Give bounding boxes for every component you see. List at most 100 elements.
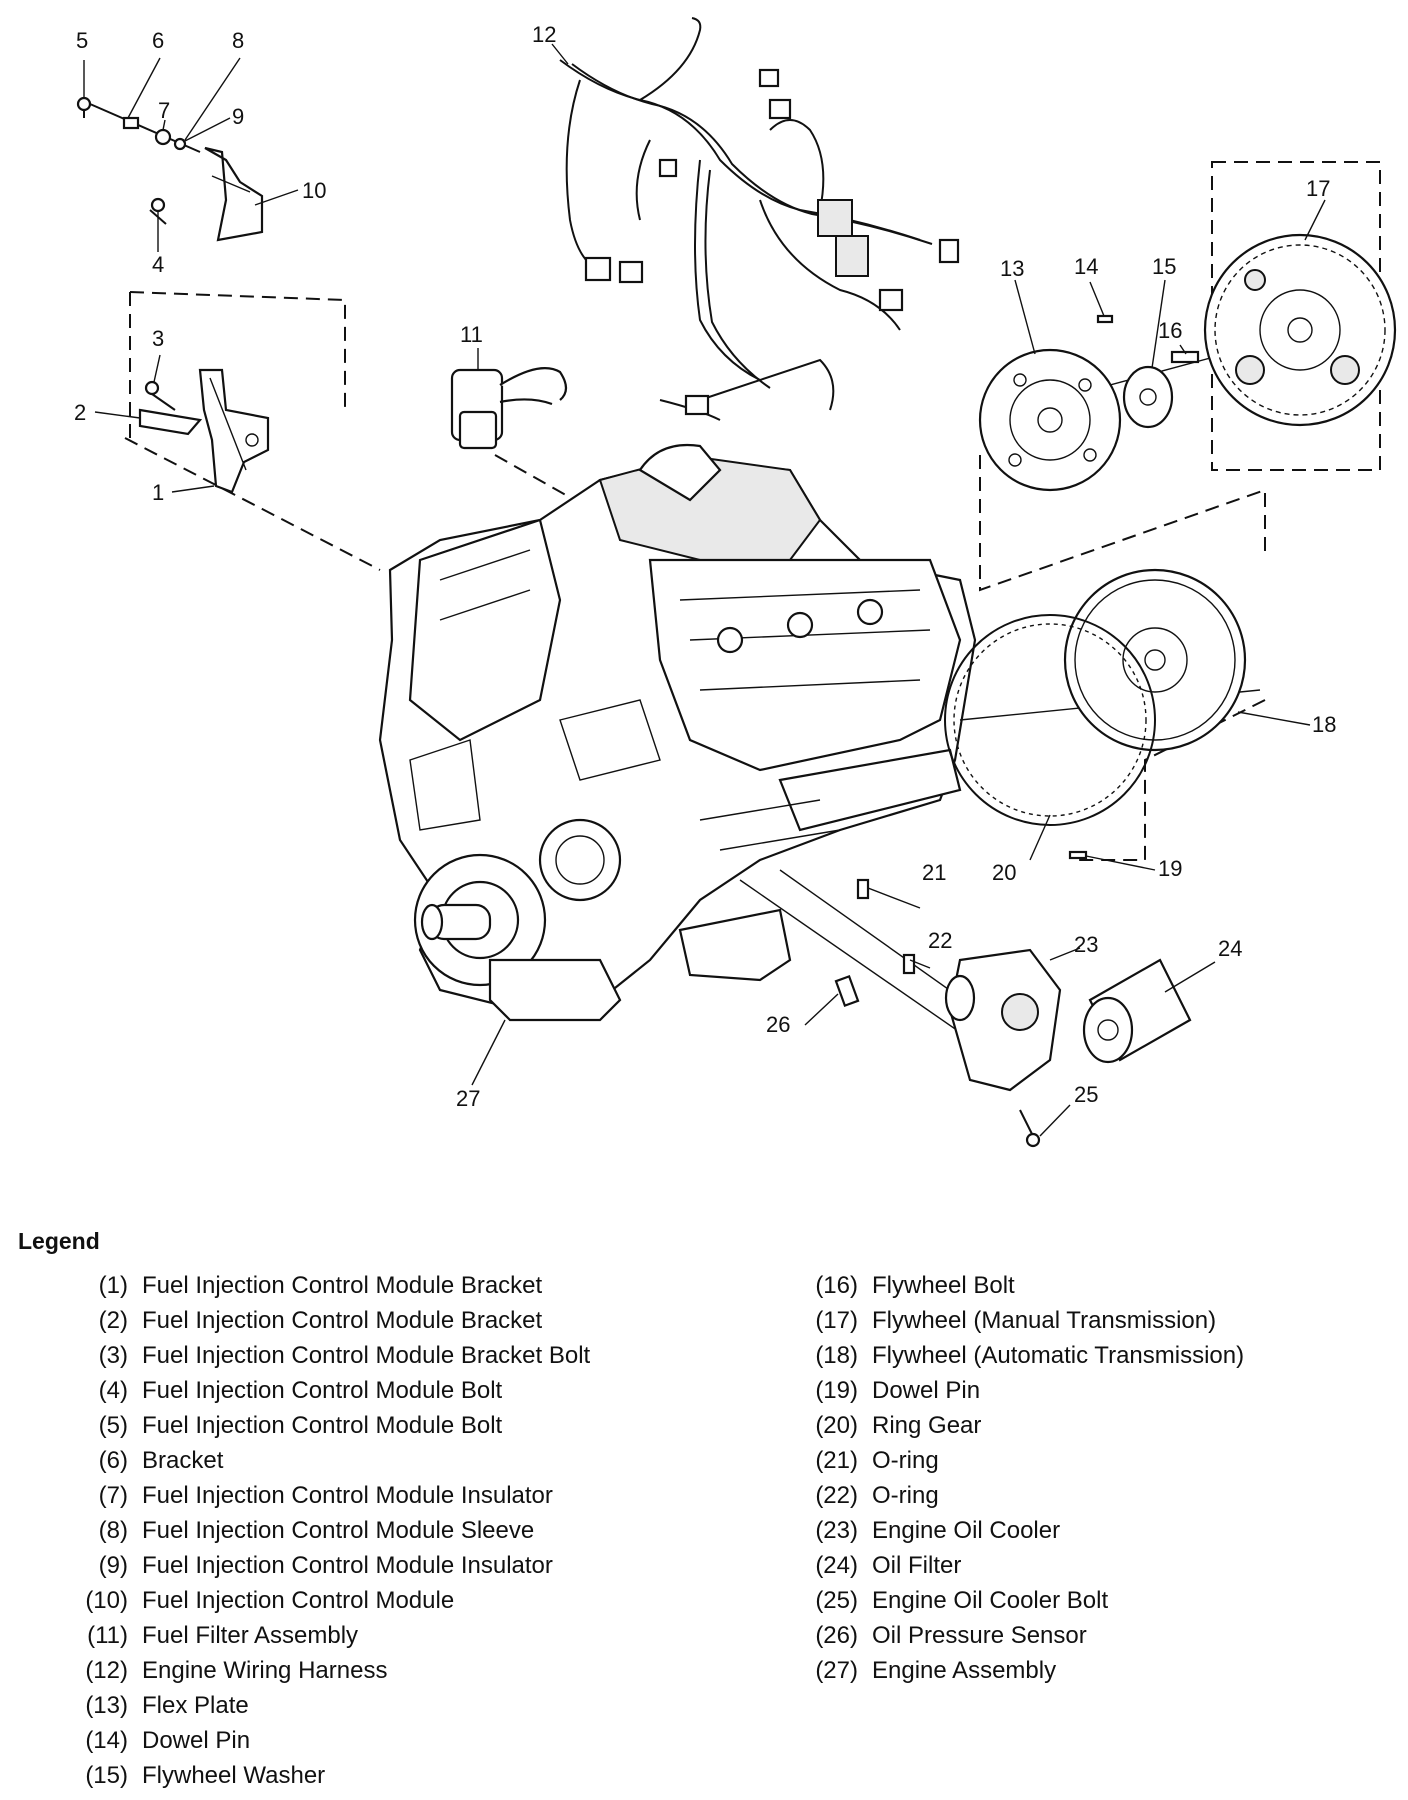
legend-item: (24) Oil Filter bbox=[800, 1552, 1244, 1587]
legend-item-label: O-ring bbox=[872, 1482, 939, 1509]
legend-item-label: Fuel Injection Control Module Bracket bbox=[142, 1272, 543, 1299]
legend-item: (11) Fuel Filter Assembly bbox=[70, 1622, 590, 1657]
legend-item-label: O-ring bbox=[872, 1447, 939, 1474]
callout-26: 26 bbox=[766, 1012, 790, 1037]
legend-item: (27) Engine Assembly bbox=[800, 1657, 1244, 1692]
callout-7: 7 bbox=[158, 98, 170, 123]
callout-27: 27 bbox=[456, 1086, 480, 1111]
legend-item-label: Dowel Pin bbox=[872, 1377, 981, 1404]
legend-item: (3)Fuel Injection Control Module Bracket… bbox=[70, 1342, 591, 1377]
legend-item-number: (13) bbox=[85, 1692, 128, 1719]
legend-item-number: (5) bbox=[98, 1412, 128, 1439]
legend-item-number: (17) bbox=[815, 1307, 858, 1334]
callout-22: 22 bbox=[928, 928, 952, 953]
legend-item-number: (22) bbox=[815, 1482, 858, 1509]
legend-item-label: Fuel Injection Control Module Sleeve bbox=[142, 1517, 535, 1544]
legend-item-label: Engine Oil Cooler Bolt bbox=[872, 1587, 1109, 1614]
callout-21: 21 bbox=[922, 860, 946, 885]
callout-15: 15 bbox=[1152, 254, 1176, 279]
callout-2: 2 bbox=[74, 400, 86, 425]
callout-17: 17 bbox=[1306, 176, 1330, 201]
callout-18: 18 bbox=[1312, 712, 1336, 737]
legend-title: Legend bbox=[18, 1228, 100, 1254]
legend-item-label: Engine Assembly bbox=[872, 1657, 1057, 1684]
legend-item-number: (7) bbox=[98, 1482, 128, 1509]
legend-item-number: (19) bbox=[815, 1377, 858, 1404]
legend-item: (10)Fuel Injection Control Module bbox=[70, 1587, 590, 1622]
legend-item-number: (12) bbox=[85, 1657, 128, 1684]
legend-item-label: Bracket bbox=[142, 1447, 224, 1474]
legend-item-number: (20) bbox=[815, 1412, 858, 1439]
legend-item: (16)Flywheel Bolt bbox=[800, 1272, 1244, 1307]
legend-column-right: (16)Flywheel Bolt(17)Flywheel (Manual Tr… bbox=[800, 1272, 1244, 1692]
callout-23: 23 bbox=[1074, 932, 1098, 957]
legend-item-number: (27) bbox=[815, 1657, 858, 1684]
legend-item: (26) Oil Pressure Sensor bbox=[800, 1622, 1244, 1657]
legend-item: (2) Fuel Injection Control Module Bracket bbox=[70, 1307, 590, 1342]
engine-wiring-harness bbox=[559, 17, 960, 421]
legend-item: (12) Engine Wiring Harness bbox=[70, 1657, 590, 1692]
legend-item-label: Oil Filter bbox=[872, 1552, 962, 1579]
legend-item-label: Flywheel (Automatic Transmission) bbox=[872, 1342, 1245, 1369]
legend-item: (6) Bracket bbox=[70, 1447, 590, 1482]
flywheel-group bbox=[944, 161, 1397, 861]
callout-5: 5 bbox=[76, 28, 88, 53]
engine-assembly bbox=[378, 444, 977, 1022]
legend-item-label: Oil Pressure Sensor bbox=[872, 1622, 1087, 1649]
callout-3: 3 bbox=[152, 326, 164, 351]
callout-8: 8 bbox=[232, 28, 244, 53]
legend-item: (17)Flywheel (Manual Transmission) bbox=[800, 1307, 1244, 1342]
legend-item-label: Engine Wiring Harness bbox=[142, 1657, 388, 1684]
legend-item-number: (25) bbox=[815, 1587, 858, 1614]
fuel-injection-control-module-group bbox=[76, 96, 381, 571]
legend-item-number: (6) bbox=[98, 1447, 128, 1474]
legend-item-number: (2) bbox=[98, 1307, 128, 1334]
callout-25: 25 bbox=[1074, 1082, 1098, 1107]
legend-item-label: Ring Gear bbox=[872, 1412, 982, 1439]
legend-item-number: (9) bbox=[98, 1552, 128, 1579]
legend-item-label: Dowel Pin bbox=[142, 1727, 251, 1754]
oil-cooler-group bbox=[739, 869, 1192, 1148]
callout-13: 13 bbox=[1000, 256, 1024, 281]
legend-item-number: (15) bbox=[85, 1762, 128, 1789]
callout-12: 12 bbox=[532, 22, 556, 47]
legend-item-number: (18) bbox=[815, 1342, 858, 1369]
callout-16: 16 bbox=[1158, 318, 1182, 343]
callout-leaders bbox=[83, 43, 1326, 1137]
legend-item-number: (26) bbox=[815, 1622, 858, 1649]
legend-item: (21)O-ring bbox=[800, 1447, 1244, 1482]
legend-item-label: Flex Plate bbox=[142, 1692, 249, 1719]
legend-item: (19) Dowel Pin bbox=[800, 1377, 1244, 1412]
callout-19: 19 bbox=[1158, 856, 1182, 881]
legend-item-label: Fuel Injection Control Module Bracket Bo… bbox=[142, 1342, 591, 1369]
legend-item-label: Fuel Injection Control Module Bolt bbox=[142, 1377, 503, 1404]
legend-item: (25) Engine Oil Cooler Bolt bbox=[800, 1587, 1244, 1622]
legend-item-label: Flywheel Bolt bbox=[872, 1272, 1015, 1299]
callout-10: 10 bbox=[302, 178, 326, 203]
callout-24: 24 bbox=[1218, 936, 1242, 961]
legend-item: (5)Fuel Injection Control Module Bolt bbox=[70, 1412, 590, 1447]
legend-item-label: Engine Oil Cooler bbox=[872, 1517, 1061, 1544]
legend-item-number: (1) bbox=[98, 1272, 128, 1299]
legend-column-left: (1) Fuel Injection Control Module Bracket… bbox=[70, 1272, 590, 1797]
exploded-engine-diagram: 5 6 8 7 9 10 4 3 2 1 11 12 13 14 15 16 1… bbox=[74, 17, 1397, 1148]
fuel-filter-assembly bbox=[450, 367, 611, 521]
legend-item-number: (8) bbox=[98, 1517, 128, 1544]
legend-item-label: Fuel Filter Assembly bbox=[142, 1622, 359, 1649]
legend-item-number: (11) bbox=[87, 1622, 128, 1649]
legend-item-label: Fuel Injection Control Module Insulator bbox=[142, 1482, 553, 1509]
legend-item-number: (24) bbox=[815, 1552, 858, 1579]
legend-item: (22) O-ring bbox=[800, 1482, 1244, 1517]
legend-item: (15)Flywheel Washer bbox=[70, 1762, 590, 1797]
callout-numbers: 5 6 8 7 9 10 4 3 2 1 11 12 13 14 15 16 1… bbox=[74, 22, 1336, 1111]
legend-item-label: Fuel Injection Control Module Bracket bbox=[142, 1307, 543, 1334]
callout-11: 11 bbox=[460, 322, 483, 347]
callout-14: 14 bbox=[1074, 254, 1098, 279]
callout-20: 20 bbox=[992, 860, 1016, 885]
legend-item-label: Fuel Injection Control Module bbox=[142, 1587, 455, 1614]
legend-item: (23)Engine Oil Cooler bbox=[800, 1517, 1244, 1552]
callout-4: 4 bbox=[152, 252, 164, 277]
legend-item: (13) Flex Plate bbox=[70, 1692, 590, 1727]
callout-9: 9 bbox=[232, 104, 244, 129]
flex-plate-disc bbox=[978, 348, 1122, 492]
